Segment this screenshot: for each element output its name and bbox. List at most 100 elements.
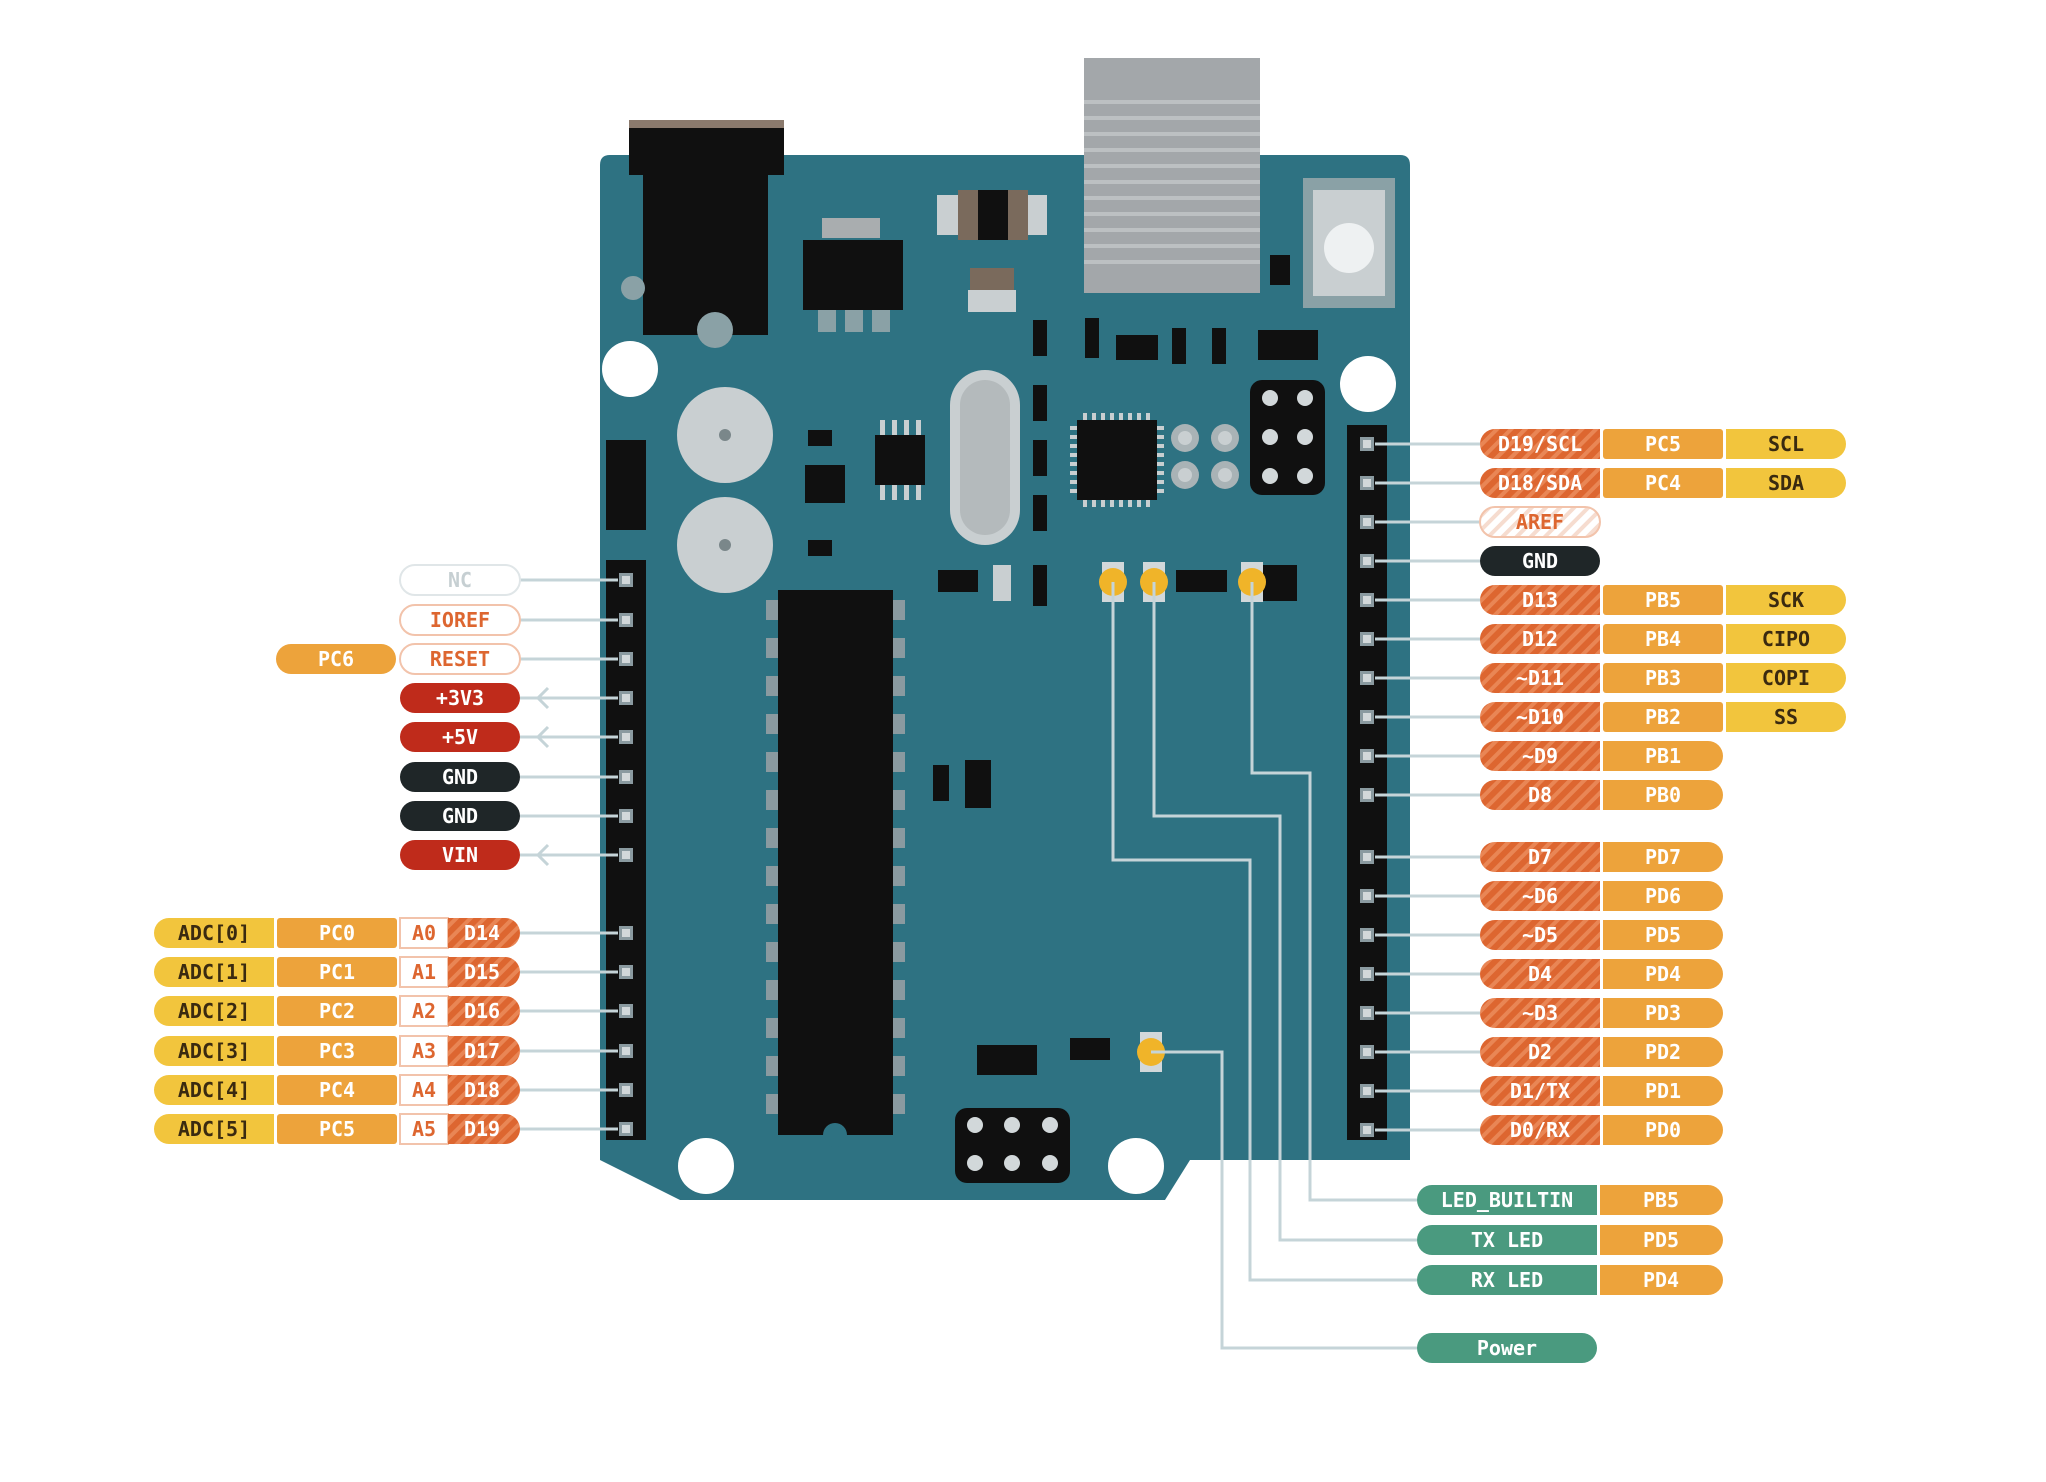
analog-port-label: PC4 (277, 1075, 397, 1105)
led-port-label: PB5 (1600, 1185, 1723, 1215)
analog-port-label-text: PC3 (319, 1039, 355, 1063)
right-digital-label: D18/SDA (1480, 468, 1600, 498)
adc-label-text: ADC[5] (178, 1117, 250, 1141)
led-label-text: TX LED (1471, 1228, 1543, 1252)
chip-pin (893, 638, 905, 658)
smd-component (1033, 440, 1047, 476)
right-port-label: PB0 (1603, 780, 1723, 810)
icsp-pin (1262, 468, 1278, 484)
right-port-label: PD4 (1603, 959, 1723, 989)
ic-pin (1119, 413, 1123, 420)
usb-rib (1084, 180, 1260, 184)
icsp-pin (1004, 1155, 1020, 1171)
right-alt-bg (1726, 429, 1786, 459)
jack-pin (621, 276, 645, 300)
right-digital-label: D2 (1480, 1037, 1600, 1067)
right-digital-label: D19/SCL (1480, 429, 1600, 459)
right-port-text: PD7 (1645, 845, 1681, 869)
left-pin-label: VIN (400, 840, 520, 870)
right-port-text: PD2 (1645, 1040, 1681, 1064)
analog-channel-text: A0 (412, 921, 436, 945)
analog-port-label-text: PC5 (319, 1117, 355, 1141)
right-port-bg (1603, 842, 1663, 872)
led-label: LED_BUILTIN (1417, 1185, 1597, 1215)
chip-pin (766, 1018, 778, 1038)
right-alt-bg (1726, 702, 1786, 732)
adc-label: ADC[0] (154, 918, 274, 948)
right-digital-bg (1540, 881, 1600, 911)
left-pin-label-text: GND (442, 804, 478, 828)
chip-pin (893, 752, 905, 772)
right-alt-text: COPI (1762, 666, 1810, 690)
right-digital-text: D4 (1528, 962, 1552, 986)
analog-digital-text: D16 (464, 999, 500, 1023)
usb-rib (1084, 244, 1260, 248)
icsp-pin (1004, 1117, 1020, 1133)
smd-component (1260, 565, 1274, 601)
analog-channel-text: A3 (412, 1039, 436, 1063)
right-digital-bg (1540, 624, 1600, 654)
analog-digital-label: D17 (448, 1036, 520, 1066)
right-digital-text: ~D10 (1516, 705, 1564, 729)
smd-component (1033, 320, 1047, 356)
led-port-label: PD4 (1600, 1265, 1723, 1295)
usb-rib (1084, 260, 1260, 264)
right-digital-text: ~D11 (1516, 666, 1564, 690)
ic-pin (892, 420, 897, 435)
right-alt-label: CIPO (1726, 624, 1846, 654)
wires (520, 442, 1480, 1350)
right-digital-bg (1540, 920, 1600, 950)
ic-pin (1157, 480, 1164, 484)
chip-pin (893, 1056, 905, 1076)
right-ground-label-bg (1480, 546, 1600, 576)
smd-component (1033, 570, 1047, 606)
header-pin-center (1363, 596, 1371, 604)
ic-pin (1070, 426, 1077, 430)
analog-channel-label: A2 (399, 995, 449, 1027)
ic-pin (1101, 413, 1105, 420)
adc-label: ADC[5] (154, 1114, 274, 1144)
led-label: Power (1417, 1333, 1597, 1363)
regulator-tab (822, 218, 880, 238)
left-pin-label-bg (400, 762, 520, 792)
right-alt-text: SDA (1768, 471, 1804, 495)
left-pin-label-bg (400, 683, 520, 713)
left-pin-label-bg (400, 801, 520, 831)
small-ic (875, 435, 925, 485)
adc-label-text: ADC[0] (178, 921, 250, 945)
smd-component (1283, 565, 1297, 601)
right-alt-label: SDA (1726, 468, 1846, 498)
led-wire (1111, 582, 1417, 1282)
right-digital-text: ~D3 (1522, 1001, 1558, 1025)
transistor (805, 465, 845, 503)
right-digital-bg (1540, 1076, 1600, 1106)
analog-digital-text: D18 (464, 1078, 500, 1102)
right-port-label: PD6 (1603, 881, 1723, 911)
right-port-text: PB1 (1645, 744, 1681, 768)
chip-pin (766, 904, 778, 924)
led-label-bg (1537, 1185, 1597, 1215)
chip-pin (766, 790, 778, 810)
chip-pin (893, 866, 905, 886)
chip-pin (893, 828, 905, 848)
ic-pin (1157, 462, 1164, 466)
header-pin-center (1363, 752, 1371, 760)
ic-pin (916, 485, 921, 500)
right-digital-bg (1540, 702, 1600, 732)
smd-component (1258, 330, 1318, 360)
right-port-bg (1603, 1037, 1663, 1067)
ic-pin (1070, 462, 1077, 466)
right-port-label: PB2 (1603, 702, 1723, 732)
right-port-label-text: PB4 (1645, 627, 1681, 651)
smd-component (1172, 328, 1186, 364)
header-pin-center (1363, 518, 1371, 526)
chip-pin (766, 676, 778, 696)
right-digital-bg (1540, 741, 1600, 771)
right-port-label: PC4 (1603, 468, 1723, 498)
right-port-bg (1603, 881, 1663, 911)
right-port-label: PB5 (1603, 585, 1723, 615)
header-pin-center (1363, 791, 1371, 799)
right-port-label-bg (1603, 429, 1723, 459)
